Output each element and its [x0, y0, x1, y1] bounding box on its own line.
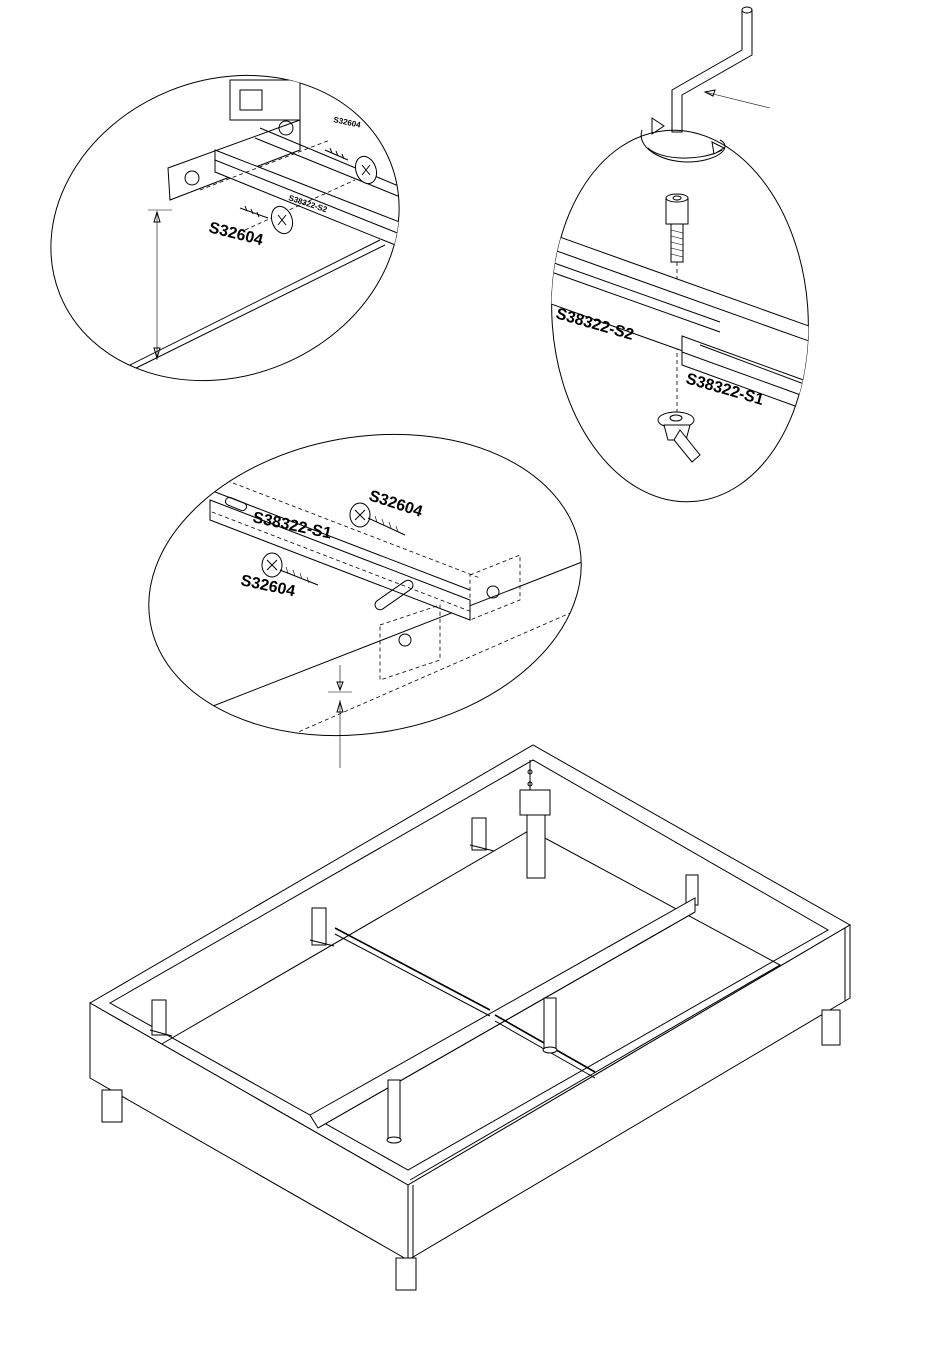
- bolt-icon: [666, 194, 688, 262]
- detail-b-center-rail-joint: S38322-S2 S38322-S1: [539, 7, 820, 510]
- leg: [396, 1258, 416, 1290]
- bed-frame-assembly: [90, 745, 850, 1290]
- leg: [822, 1010, 840, 1045]
- corner-post: [520, 790, 550, 815]
- rail-bracket: [470, 818, 494, 851]
- label-s32604-top: S32604: [367, 488, 425, 521]
- rotation-arrow-icon: [641, 118, 725, 162]
- wing-nut-icon: [658, 412, 700, 462]
- label-s32604-small: S32604: [333, 115, 362, 130]
- detail-a-side-rail-bracket: S32604 S38322-S2 S32604: [5, 24, 446, 432]
- detail-c-oval: [125, 401, 606, 768]
- support-leg: [388, 1080, 400, 1140]
- crank-handle-icon: [672, 7, 770, 132]
- rail-bracket: [310, 908, 334, 946]
- side-rail: [335, 928, 490, 1010]
- leg: [102, 1090, 122, 1122]
- rail-bracket: [150, 1000, 172, 1036]
- support-leg: [544, 998, 556, 1050]
- detail-c-rail-mounting: S32604 S38322-S1 S32604: [125, 401, 606, 768]
- label-s32604: S32604: [207, 219, 265, 249]
